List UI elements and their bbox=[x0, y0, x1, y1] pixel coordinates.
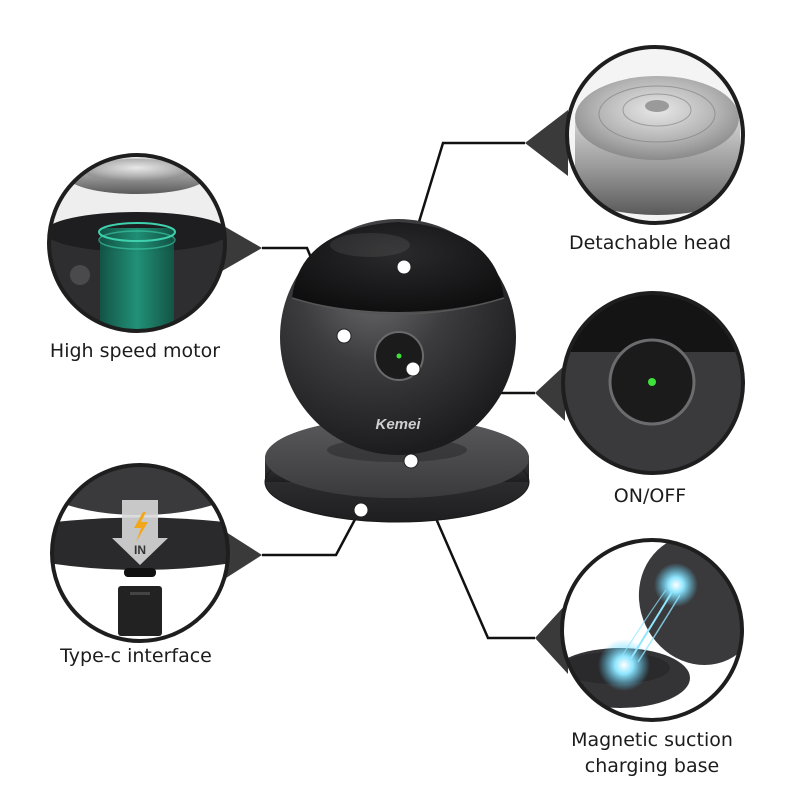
brand-logo: Kemei bbox=[375, 416, 421, 433]
pointer-motor bbox=[222, 225, 262, 271]
inset-motor bbox=[47, 153, 227, 333]
inset-magnetic-frame bbox=[560, 538, 744, 722]
label-detachable-head: Detachable head bbox=[568, 232, 732, 254]
inset-motor-frame bbox=[47, 153, 227, 333]
label-magnetic-line1: Magnetic suction bbox=[571, 729, 733, 751]
anchor-head bbox=[396, 259, 412, 275]
callout-pointers bbox=[222, 110, 568, 674]
label-magnetic-charging-base: Magnetic suction charging base bbox=[552, 727, 752, 779]
label-type-c-interface: Type-c interface bbox=[60, 645, 212, 667]
power-led bbox=[396, 353, 402, 359]
pointer-head bbox=[525, 110, 568, 176]
inset-head-frame bbox=[565, 45, 745, 225]
inset-typec-frame bbox=[50, 463, 230, 643]
label-magnetic-line2: charging base bbox=[584, 755, 720, 777]
inset-head bbox=[565, 45, 745, 225]
pointer-mag bbox=[535, 602, 568, 674]
anchor-typec bbox=[353, 502, 369, 518]
anchor-onoff bbox=[405, 361, 421, 377]
pointer-onoff bbox=[535, 365, 565, 421]
inset-onoff-frame bbox=[561, 291, 745, 475]
callout-anchors bbox=[336, 259, 421, 518]
label-on-off: ON/OFF bbox=[613, 485, 687, 507]
anchor-motor bbox=[336, 328, 352, 344]
pointer-typec bbox=[226, 532, 262, 578]
label-high-speed-motor: High speed motor bbox=[49, 340, 221, 362]
inset-magnetic bbox=[560, 538, 744, 722]
anchor-mag bbox=[403, 453, 419, 469]
line-typec bbox=[262, 509, 362, 557]
onoff-led bbox=[648, 378, 656, 386]
inset-typec: IN bbox=[50, 463, 230, 643]
inset-onoff bbox=[561, 291, 745, 475]
charge-in-label: IN bbox=[134, 543, 146, 557]
